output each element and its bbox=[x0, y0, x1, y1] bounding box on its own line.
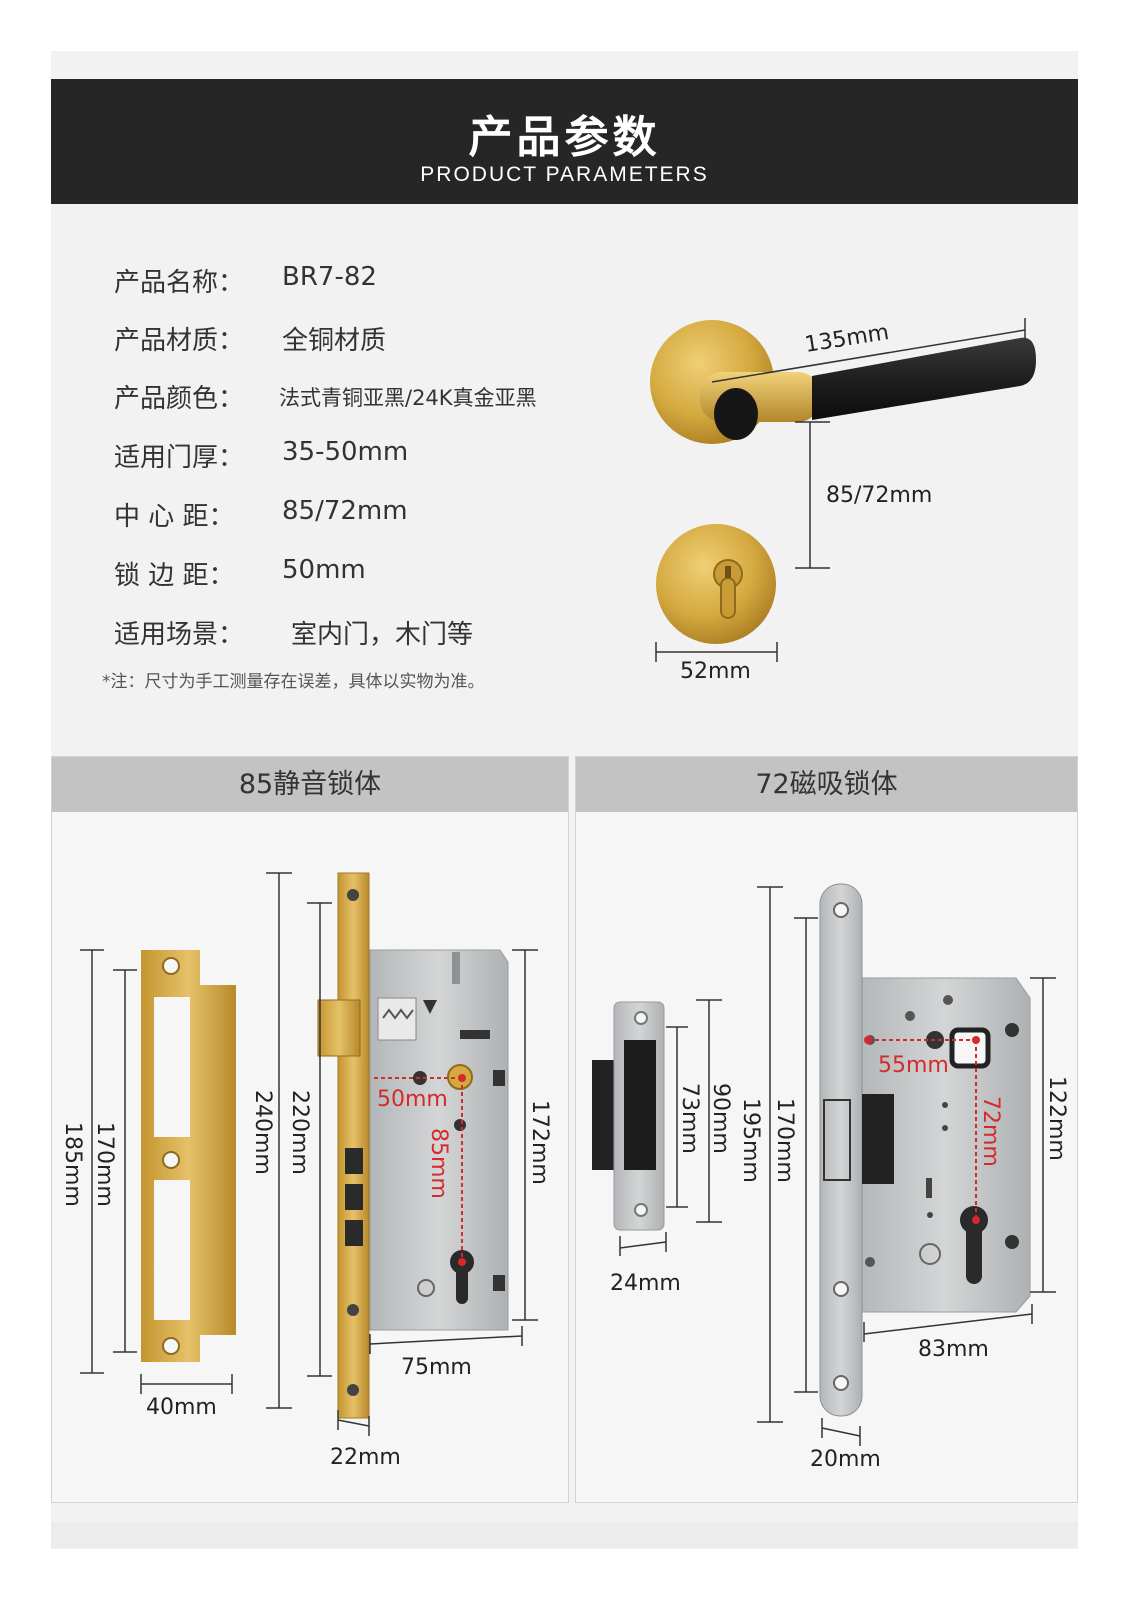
spec-label: 中 心 距： bbox=[114, 502, 235, 532]
spec-value: 全铜材质 bbox=[282, 326, 387, 356]
spec-label: 适用门厚： bbox=[114, 443, 245, 473]
lock-silent-panel: 85静音锁体 bbox=[51, 756, 569, 1503]
spec-value: 35-50mm bbox=[282, 437, 409, 467]
measurement-note: *注：尺寸为手工测量存在误差，具体以实物为准。 bbox=[102, 672, 485, 692]
lock-magnetic-title: 72磁吸锁体 bbox=[576, 757, 1077, 812]
page-subtitle: PRODUCT PARAMETERS bbox=[420, 163, 709, 186]
spec-label: 适用场景： bbox=[114, 620, 245, 650]
spec-label: 产品材质： bbox=[114, 326, 245, 356]
spec-label: 产品颜色： bbox=[114, 384, 245, 414]
spec-value: BR7-82 bbox=[282, 262, 377, 292]
page-title: 产品参数 bbox=[468, 112, 661, 163]
lock-magnetic-panel: 72磁吸锁体 bbox=[575, 756, 1078, 1503]
spec-value: 法式青铜亚黑/24K真金亚黑 bbox=[279, 386, 537, 410]
spec-value: 85/72mm bbox=[282, 496, 408, 526]
lock-silent-title: 85静音锁体 bbox=[52, 757, 568, 812]
bottom-strip bbox=[51, 1522, 1078, 1548]
spec-label: 产品名称： bbox=[114, 268, 245, 298]
header-banner: 产品参数 PRODUCT PARAMETERS bbox=[51, 79, 1078, 204]
spec-value: 50mm bbox=[282, 555, 366, 585]
spec-label: 锁 边 距： bbox=[114, 561, 235, 591]
spec-value: 室内门，木门等 bbox=[291, 620, 474, 650]
